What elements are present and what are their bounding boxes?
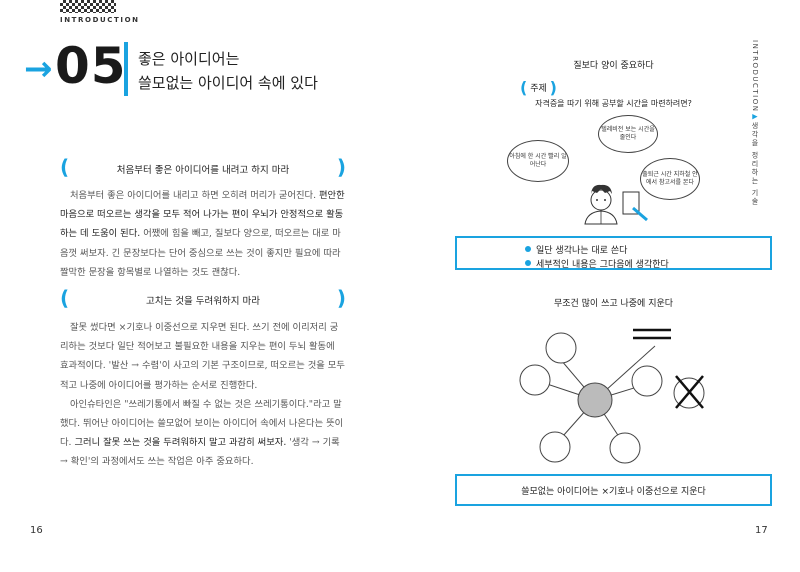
idea-node bbox=[609, 432, 641, 464]
topic-label: ( 주제 ) bbox=[520, 78, 557, 97]
idea-node bbox=[539, 431, 571, 463]
section1-paragraph: 처음부터 좋은 아이디어를 내리고 하면 오히려 머리가 굳어진다. 편안한 마… bbox=[60, 190, 345, 278]
conclusion-box: 쓸모없는 아이디어는 ×기호나 이중선으로 지운다 bbox=[455, 474, 772, 506]
diagram2-caption: 무조건 많이 쓰고 나중에 지운다 bbox=[553, 299, 674, 309]
right-bracket-icon: ) bbox=[336, 286, 346, 310]
section-heading-1: ( 처음부터 좋은 아이디어를 내려고 하지 마라 ) bbox=[60, 155, 346, 180]
center-node bbox=[577, 382, 613, 418]
bullet-dot-icon bbox=[525, 260, 531, 266]
highlight-text: 그러니 잘못 쓰는 것을 두려워하지 말고 과감히 써보자. bbox=[74, 437, 287, 449]
right-bracket-icon: ) bbox=[336, 155, 346, 179]
bullet-item: 세부적인 내용은 그다음에 생각한다 bbox=[525, 258, 770, 272]
section2-paragraph-1: 잘못 썼다면 ×기호나 이중선으로 지우면 된다. 쓰기 전에 이리저리 궁리하… bbox=[60, 322, 345, 391]
x-mark-icon bbox=[675, 375, 704, 409]
left-bracket-icon: ( bbox=[60, 155, 70, 179]
arrow-right-icon: → bbox=[24, 49, 53, 89]
bullet-box: 일단 생각나는 대로 쓴다 세부적인 내용은 그다음에 생각한다 bbox=[455, 236, 772, 270]
conclusion-text: 쓸모없는 아이디어는 ×기호나 이중선으로 지운다 bbox=[521, 486, 706, 497]
chapter-number: 05 bbox=[55, 37, 127, 95]
bullet-item: 일단 생각나는 대로 쓴다 bbox=[525, 244, 770, 258]
section-title-1: 처음부터 좋은 아이디어를 내려고 하지 마라 bbox=[116, 165, 290, 176]
page-number-left: 16 bbox=[30, 525, 43, 536]
left-bracket-icon: ( bbox=[520, 78, 528, 97]
title-accent-bar bbox=[124, 42, 128, 96]
right-bracket-icon: ) bbox=[549, 78, 557, 97]
idea-node bbox=[545, 332, 577, 364]
section-heading-2: ( 고치는 것을 두려워하지 마라 ) bbox=[60, 286, 346, 311]
side-running-header: INTRODUCTION▶생각을 정리하는 기술 bbox=[751, 40, 759, 206]
thought-bubble-2: 텔레비전 보는 시간을 줄인다 bbox=[598, 115, 658, 153]
thought-bubble-3: 출퇴근 시간 지하철 안에서 참고서를 본다 bbox=[640, 158, 700, 200]
bullet-dot-icon bbox=[525, 246, 531, 252]
page-number-right: 17 bbox=[755, 525, 768, 536]
section1-body: 처음부터 좋은 아이디어를 내리고 하면 오히려 머리가 굳어진다. 편안한 마… bbox=[60, 186, 346, 282]
left-bracket-icon: ( bbox=[60, 286, 70, 310]
chapter-title-line1: 좋은 아이디어는 bbox=[138, 50, 240, 68]
chapter-title-line2: 쓸모없는 아이디어 속에 있다 bbox=[138, 74, 318, 92]
idea-node bbox=[519, 364, 551, 396]
triangle-right-icon: ▶ bbox=[751, 112, 759, 122]
idea-node bbox=[631, 365, 663, 397]
double-line-strike-icon bbox=[633, 328, 671, 340]
person-illustration bbox=[584, 184, 648, 225]
topic-text: 자격증을 따기 위해 공부할 시간을 마련하려면? bbox=[535, 99, 692, 108]
idea-map-diagram bbox=[519, 328, 705, 464]
section2-paragraph-2: 아인슈타인은 "쓰레기통에서 빠질 수 없는 것은 쓰레기통이다."라고 말했다… bbox=[60, 398, 344, 468]
header-label: INTRODUCTION bbox=[60, 16, 140, 24]
bullet-list: 일단 생각나는 대로 쓴다 세부적인 내용은 그다음에 생각한다 bbox=[457, 238, 770, 272]
highlight-text: 편안한 마음으로 떠오르는 생각을 모두 적어 나가는 편이 우뇌가 안정적으로… bbox=[60, 190, 345, 240]
header-checker-pattern bbox=[60, 0, 116, 13]
section2-body: 잘못 썼다면 ×기호나 이중선으로 지우면 된다. 쓰기 전에 이리저리 궁리하… bbox=[60, 318, 346, 472]
section-title-2: 고치는 것을 두려워하지 마라 bbox=[146, 296, 260, 307]
thought-bubble-1: 아침에 한 시간 빨리 일어난다 bbox=[507, 140, 569, 182]
diagram1-caption: 질보다 양이 중요하다 bbox=[573, 61, 654, 71]
